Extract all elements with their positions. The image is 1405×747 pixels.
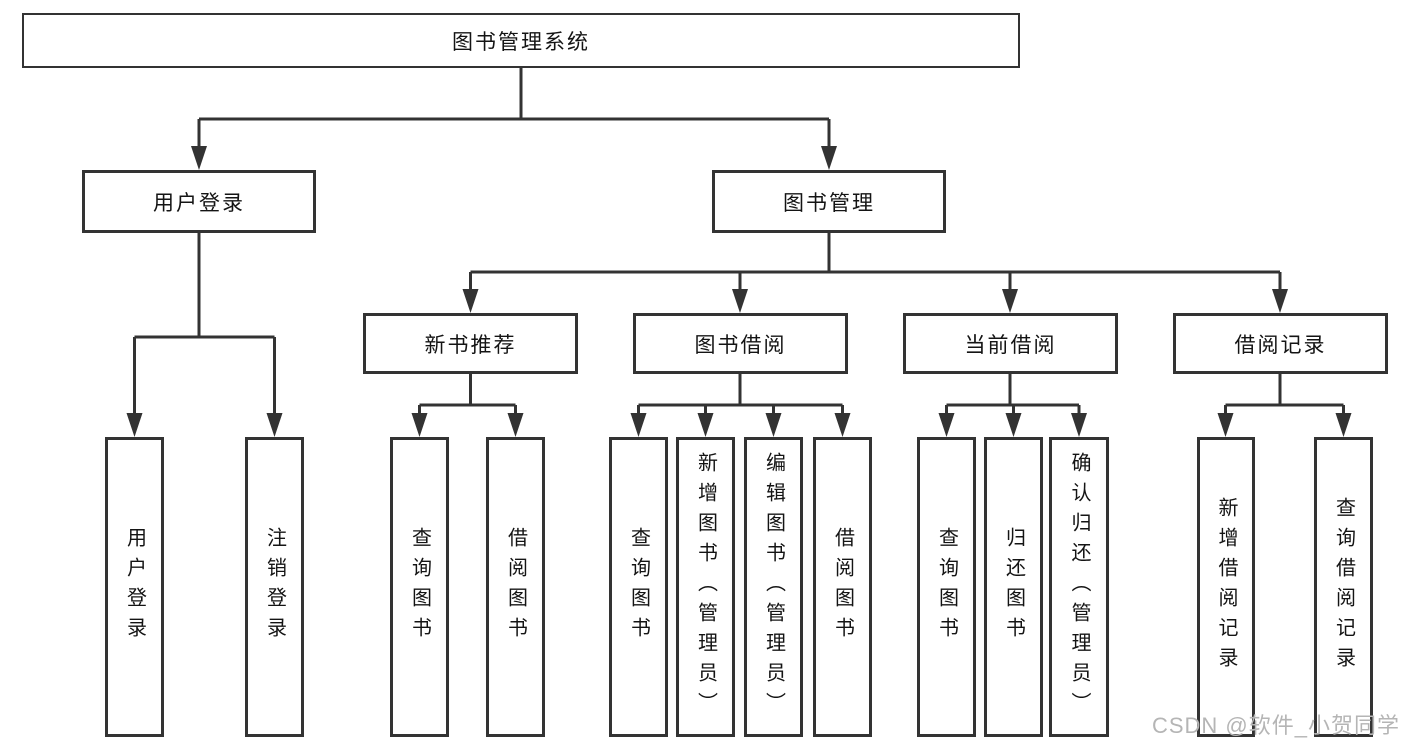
leaf-query-books-1-label: 查询图书	[408, 527, 431, 647]
leaf-confirm-return-admin: 确认归还（管理员）	[1049, 437, 1109, 737]
leaf-user-login: 用户登录	[105, 437, 164, 737]
leaf-query-books-3-label: 查询图书	[935, 527, 958, 647]
node-borrow-records-label: 借阅记录	[1234, 333, 1327, 357]
node-book-borrow-label: 图书借阅	[694, 333, 787, 357]
node-library-management-system: 图书管理系统	[22, 13, 1020, 68]
leaf-borrow-books-1: 借阅图书	[486, 437, 545, 737]
leaf-query-borrow-record: 查询借阅记录	[1314, 437, 1373, 737]
node-new-book-recommend: 新书推荐	[363, 313, 578, 374]
node-user-login: 用户登录	[82, 170, 316, 233]
leaf-query-borrow-record-label: 查询借阅记录	[1332, 497, 1355, 677]
leaf-return-books: 归还图书	[984, 437, 1043, 737]
node-library-management-system-label: 图书管理系统	[452, 30, 590, 54]
leaf-borrow-books-1-label: 借阅图书	[504, 527, 527, 647]
node-user-login-label: 用户登录	[153, 191, 245, 215]
leaf-user-login-label: 用户登录	[123, 527, 146, 647]
leaf-add-borrow-record: 新增借阅记录	[1197, 437, 1255, 737]
leaf-query-books-1: 查询图书	[390, 437, 449, 737]
node-current-borrow: 当前借阅	[903, 313, 1118, 374]
leaf-confirm-return-admin-label: 确认归还（管理员）	[1068, 452, 1090, 722]
leaf-edit-books-admin: 编辑图书（管理员）	[744, 437, 803, 737]
leaf-add-books-admin: 新增图书（管理员）	[676, 437, 735, 737]
node-book-borrow: 图书借阅	[633, 313, 848, 374]
leaf-add-borrow-record-label: 新增借阅记录	[1215, 497, 1237, 677]
leaf-add-books-admin-label: 新增图书（管理员）	[694, 452, 717, 722]
csdn-watermark: CSDN @软件_小贺同学	[1151, 713, 1400, 738]
leaf-edit-books-admin-label: 编辑图书（管理员）	[762, 452, 785, 722]
leaf-return-books-label: 归还图书	[1002, 527, 1025, 647]
connector-path	[133, 68, 1345, 417]
node-book-management: 图书管理	[712, 170, 946, 233]
leaf-query-books-2-label: 查询图书	[627, 527, 650, 647]
leaf-borrow-books-2-label: 借阅图书	[831, 527, 854, 647]
leaf-borrow-books-2: 借阅图书	[813, 437, 872, 737]
leaf-logout-label: 注销登录	[263, 527, 286, 647]
node-book-management-label: 图书管理	[783, 191, 875, 215]
arrowhead-icons	[126, 146, 1352, 437]
node-new-book-recommend-label: 新书推荐	[424, 333, 517, 357]
node-borrow-records: 借阅记录	[1173, 313, 1388, 374]
leaf-query-books-2: 查询图书	[609, 437, 668, 737]
leaf-query-books-3: 查询图书	[917, 437, 976, 737]
node-current-borrow-label: 当前借阅	[964, 333, 1057, 357]
leaf-logout: 注销登录	[245, 437, 304, 737]
